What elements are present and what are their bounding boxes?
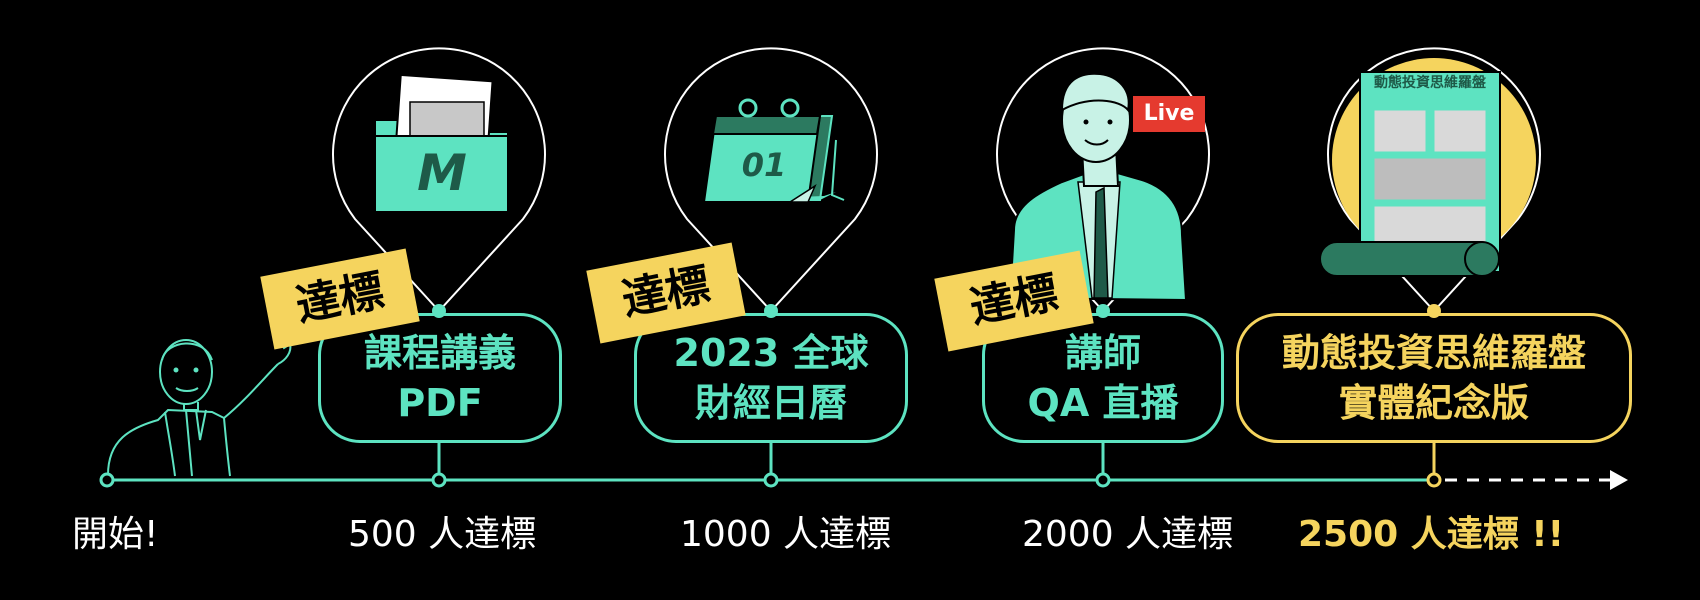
timeline-node [431,472,447,488]
map-pin-outline [996,47,1210,313]
map-pin-outline [664,47,878,313]
folder-icon: M [374,73,509,213]
milestone-box-live-qa: 講師 QA 直播 [982,313,1224,443]
milestone-count-2500: 2500 人達標 !! [1298,514,1565,555]
poster-roll-icon [1319,58,1536,277]
milestone-count-500: 500 人達標 [348,514,537,555]
presenter-figure-icon [107,339,292,477]
milestone-count-1000: 1000 人達標 [680,514,892,555]
timeline-node-start [99,472,115,488]
milestone-title-line2: 財經日曆 [694,381,847,425]
poster-title: 動態投資思維羅盤 [1374,75,1486,91]
arrow-right-icon [1610,470,1628,490]
milestone-box-course-notes: 課程講義 PDF [318,313,562,443]
live-tag: Live [1133,96,1205,132]
start-label: 開始! [72,514,159,555]
milestone-title-line1: 課程講義 [363,331,516,375]
milestone-title-line2: 實體紀念版 [1338,381,1529,425]
milestone-title-line1: 動態投資思維羅盤 [1281,331,1586,375]
timeline-node-goal [1426,472,1442,488]
calendar-number: 01 [742,146,787,184]
milestone-title-line2: QA 直播 [1027,381,1179,425]
milestone-title-line1: 2023 全球 [673,331,869,375]
timeline-node [763,472,779,488]
milestone-title-line2: PDF [397,381,483,425]
timeline-node [1095,472,1111,488]
calendar-icon: 01 [702,98,845,203]
milestone-box-finance-calendar: 2023 全球 財經日曆 [634,313,908,443]
milestone-title-line1: 講師 [1064,331,1141,375]
map-pin-outline [1327,47,1541,313]
milestone-count-2000: 2000 人達標 [1022,514,1234,555]
map-pin-outline [332,47,546,313]
folder-letter: M [417,144,467,202]
milestone-box-compass-edition: 動態投資思維羅盤 實體紀念版 [1236,313,1632,443]
